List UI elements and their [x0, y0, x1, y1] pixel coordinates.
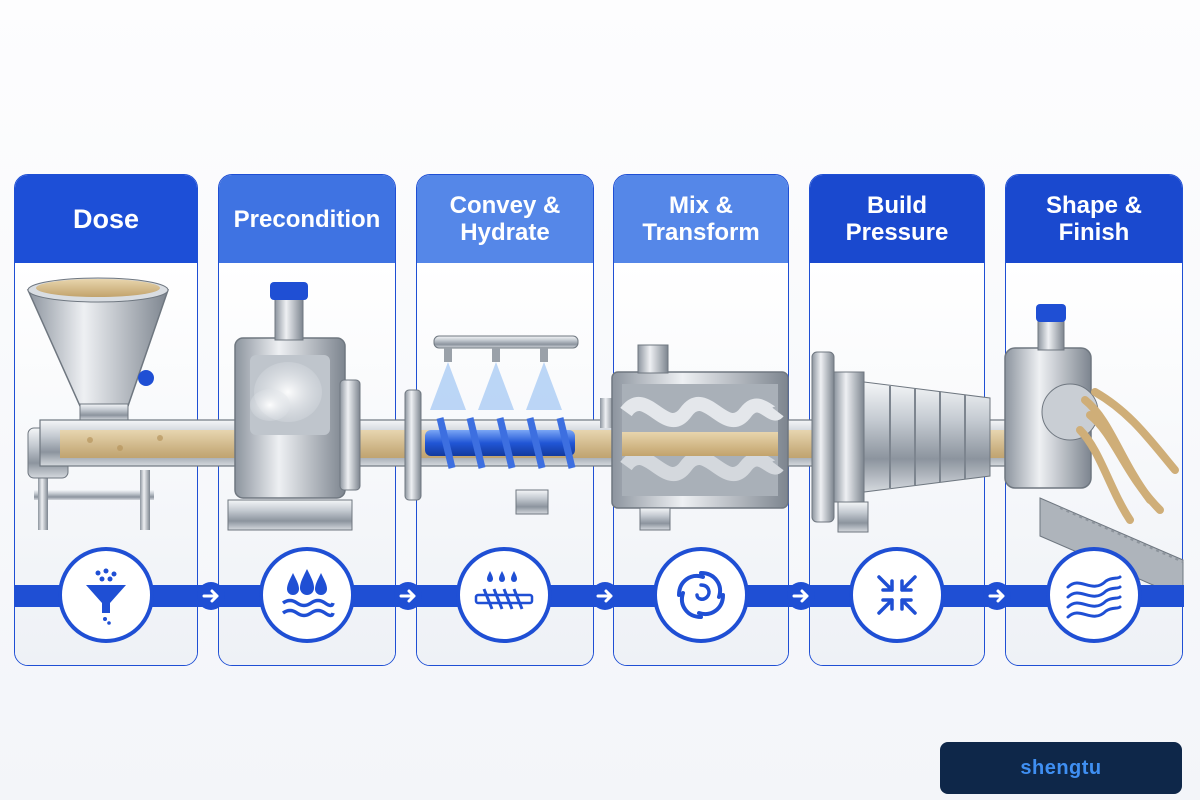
extruded-strands	[1076, 388, 1179, 524]
compress-arrows-icon	[849, 547, 945, 643]
arrow-right-icon	[196, 581, 226, 611]
funnel-icon	[58, 547, 154, 643]
arrow-right-icon	[590, 581, 620, 611]
blue-conveyor-screw	[425, 417, 576, 469]
extruded-strands-icon	[1046, 547, 1142, 643]
arrow-right-icon	[786, 581, 816, 611]
pressure-barrel	[811, 351, 991, 533]
die-head	[1004, 304, 1099, 489]
water-drops-icon	[259, 547, 355, 643]
twin-screw-mixer	[611, 344, 789, 531]
stage-title: Dose	[15, 175, 197, 263]
brand-logo: shengtu	[940, 742, 1182, 794]
preconditioner-vessel	[227, 282, 361, 531]
arrow-right-icon	[393, 581, 423, 611]
stage-title: Build Pressure	[810, 175, 984, 263]
water-spray-bar	[430, 335, 579, 410]
arrow-right-icon	[982, 581, 1012, 611]
stage-title: Mix & Transform	[614, 175, 788, 263]
stage-title: Shape & Finish	[1006, 175, 1182, 263]
stage-title: Precondition	[219, 175, 395, 263]
hopper	[26, 277, 170, 530]
brand-name: shengtu	[1020, 756, 1102, 779]
swirl-icon	[653, 547, 749, 643]
screw-conveyor-icon	[456, 547, 552, 643]
stage-title: Convey & Hydrate	[417, 175, 593, 263]
